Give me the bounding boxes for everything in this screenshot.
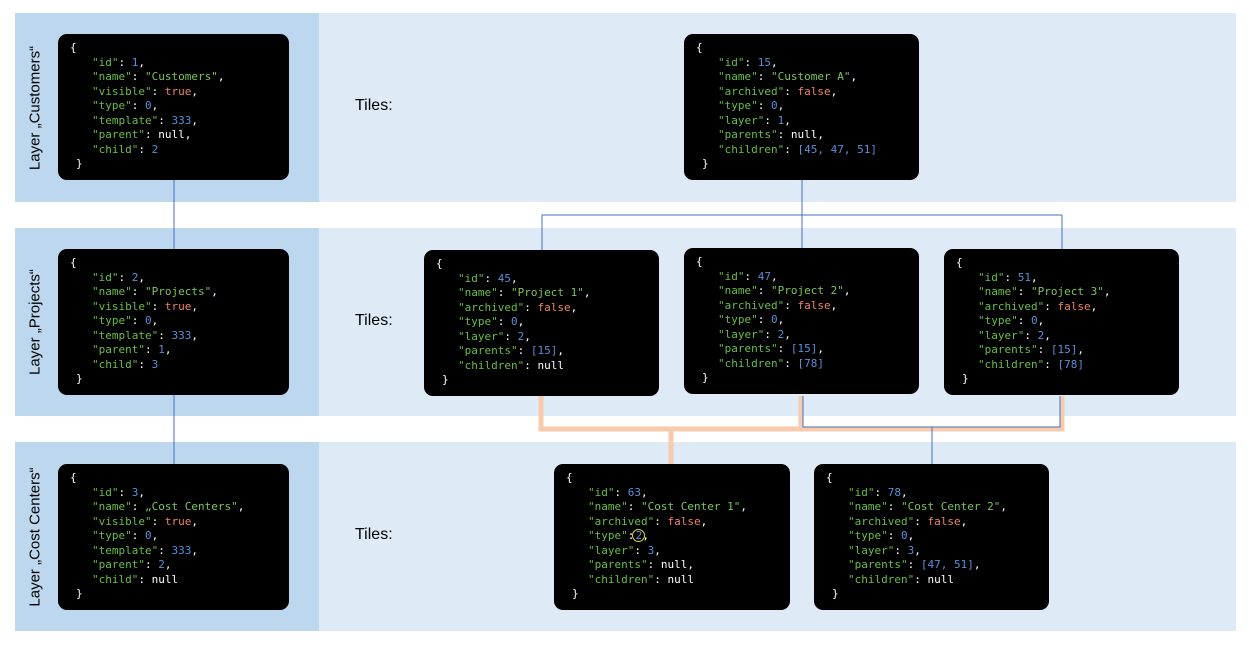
- json-brace: {: [696, 41, 703, 54]
- tile-card-51: { "id": 51, "name": "Project 3", "archiv…: [944, 249, 1179, 395]
- json-brace: }: [76, 587, 83, 600]
- type-highlight-circle: 2: [632, 529, 646, 542]
- tile-card-47: { "id": 47, "name": "Project 2", "archiv…: [684, 248, 919, 394]
- tile-link-47-51-78: [802, 396, 1061, 464]
- tiles-label: Tiles:: [355, 97, 393, 114]
- tiles-label: Tiles:: [355, 526, 393, 543]
- json-brace: {: [956, 256, 963, 269]
- json-brace: {: [566, 471, 573, 484]
- json-brace: {: [826, 471, 833, 484]
- json-brace: {: [696, 255, 703, 268]
- tile-card-63: { "id": 63, "name": "Cost Center 1", "ar…: [554, 464, 790, 610]
- json-brace: }: [832, 587, 839, 600]
- json-brace: {: [436, 257, 443, 270]
- json-brace: }: [702, 371, 709, 384]
- layer-definition-card-cost-centers: { "id": 3, "name": „Cost Centers", "visi…: [58, 464, 289, 610]
- layer-definition-card-customers: { "id": 1, "name": "Customers", "visible…: [58, 34, 289, 180]
- tile-link-projects-63: [538, 396, 1065, 464]
- json-brace: {: [70, 256, 77, 269]
- json-brace: }: [442, 373, 449, 386]
- tile-card-78: { "id": 78, "name": "Cost Center 2", "ar…: [814, 464, 1049, 610]
- json-brace: }: [702, 157, 709, 170]
- tile-card-45: { "id": 45, "name": "Project 1", "archiv…: [424, 250, 659, 396]
- layer-definition-card-projects: { "id": 2, "name": "Projects", "visible"…: [58, 249, 289, 395]
- json-brace: }: [962, 372, 969, 385]
- json-brace: }: [76, 372, 83, 385]
- json-brace: {: [70, 41, 77, 54]
- json-brace: }: [76, 157, 83, 170]
- tile-card-15: { "id": 15, "name": "Customer A", "archi…: [684, 34, 919, 180]
- json-brace: {: [70, 471, 77, 484]
- tile-link-15-children: [541, 180, 1063, 250]
- tiles-label: Tiles:: [355, 312, 393, 329]
- json-brace: }: [572, 587, 579, 600]
